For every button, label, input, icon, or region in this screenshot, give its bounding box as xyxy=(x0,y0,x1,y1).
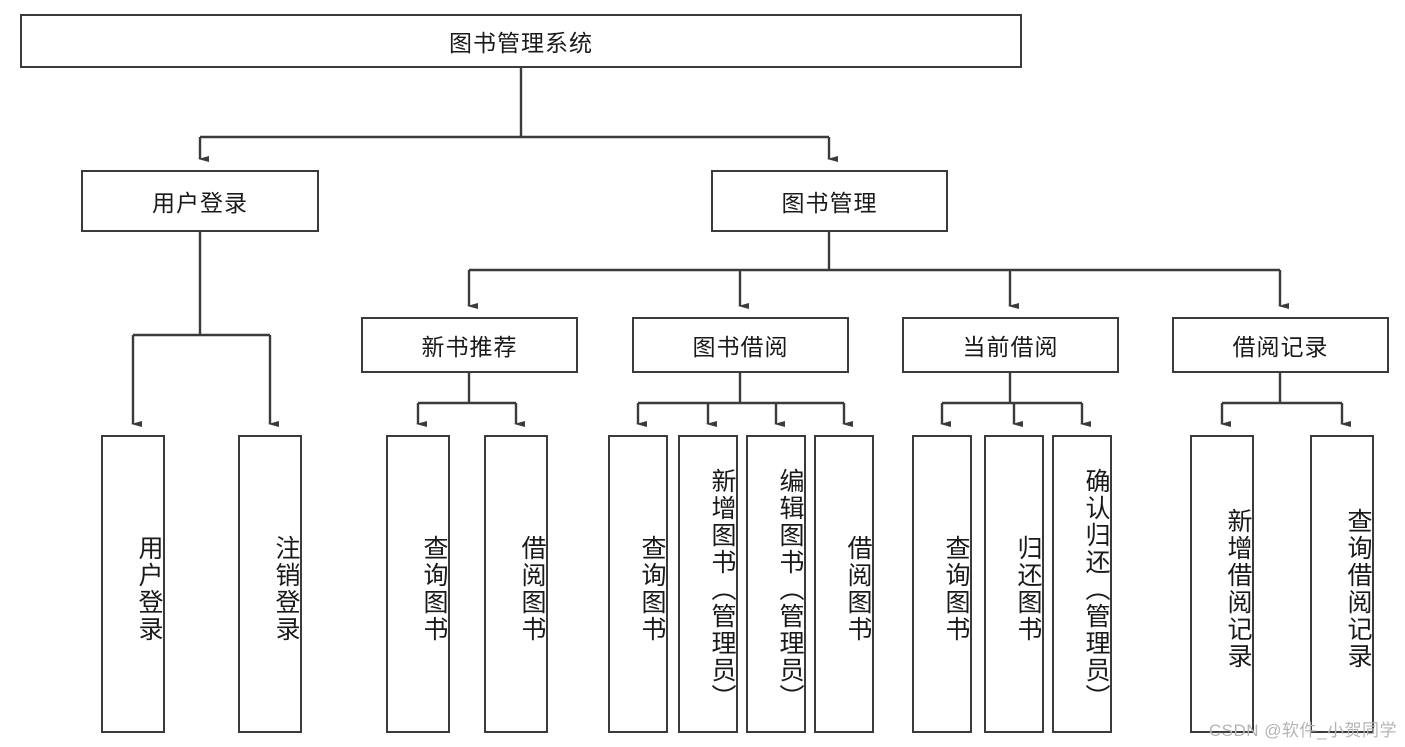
node-book-borrow[interactable]: 图书借阅 xyxy=(632,317,849,373)
node-leaf-confirm-return[interactable]: 确认归还（管理员） xyxy=(1052,435,1112,733)
node-leaf-query-book-1-label: 查询图书 xyxy=(420,535,448,643)
node-current-borrow[interactable]: 当前借阅 xyxy=(902,317,1119,373)
node-leaf-query-record-label: 查询借阅记录 xyxy=(1344,508,1372,670)
node-leaf-add-record-label: 新增借阅记录 xyxy=(1224,508,1252,670)
watermark: CSDN @软件_小贺同学 xyxy=(1208,721,1397,740)
node-leaf-return-book-label: 归还图书 xyxy=(1014,535,1042,643)
node-current-borrow-label: 当前借阅 xyxy=(962,334,1059,360)
node-book-manage[interactable]: 图书管理 xyxy=(711,170,948,232)
node-new-book-rec[interactable]: 新书推荐 xyxy=(361,317,578,373)
node-leaf-add-book-label: 新增图书（管理员） xyxy=(708,467,736,711)
node-user-login-label: 用户登录 xyxy=(152,190,248,216)
node-leaf-query-record[interactable]: 查询借阅记录 xyxy=(1310,435,1374,733)
node-leaf-query-book-3-label: 查询图书 xyxy=(942,535,970,643)
node-leaf-confirm-return-label: 确认归还（管理员） xyxy=(1082,467,1110,711)
node-leaf-logout[interactable]: 注销登录 xyxy=(238,435,302,733)
node-borrow-record[interactable]: 借阅记录 xyxy=(1172,317,1389,373)
node-book-manage-label: 图书管理 xyxy=(781,190,878,216)
node-leaf-borrow-book-1[interactable]: 借阅图书 xyxy=(484,435,548,733)
node-leaf-add-record[interactable]: 新增借阅记录 xyxy=(1190,435,1254,733)
node-leaf-query-book-3[interactable]: 查询图书 xyxy=(912,435,972,733)
node-leaf-user-login[interactable]: 用户登录 xyxy=(101,435,165,733)
node-root[interactable]: 图书管理系统 xyxy=(20,14,1022,68)
node-borrow-record-label: 借阅记录 xyxy=(1232,334,1329,360)
node-leaf-logout-label: 注销登录 xyxy=(272,535,300,643)
node-leaf-user-login-label: 用户登录 xyxy=(135,535,163,643)
node-leaf-query-book-2[interactable]: 查询图书 xyxy=(608,435,668,733)
node-leaf-query-book-1[interactable]: 查询图书 xyxy=(386,435,450,733)
node-book-borrow-label: 图书借阅 xyxy=(692,334,789,360)
node-leaf-edit-book-label: 编辑图书（管理员） xyxy=(776,467,804,711)
node-leaf-return-book[interactable]: 归还图书 xyxy=(984,435,1044,733)
node-leaf-add-book[interactable]: 新增图书（管理员） xyxy=(678,435,738,733)
node-leaf-borrow-book-1-label: 借阅图书 xyxy=(518,535,546,643)
node-leaf-query-book-2-label: 查询图书 xyxy=(638,535,666,643)
node-leaf-borrow-book-2-label: 借阅图书 xyxy=(844,535,872,643)
node-user-login[interactable]: 用户登录 xyxy=(81,170,319,232)
node-leaf-borrow-book-2[interactable]: 借阅图书 xyxy=(814,435,874,733)
node-leaf-edit-book[interactable]: 编辑图书（管理员） xyxy=(746,435,806,733)
node-root-label: 图书管理系统 xyxy=(449,30,593,56)
node-new-book-rec-label: 新书推荐 xyxy=(421,334,518,360)
